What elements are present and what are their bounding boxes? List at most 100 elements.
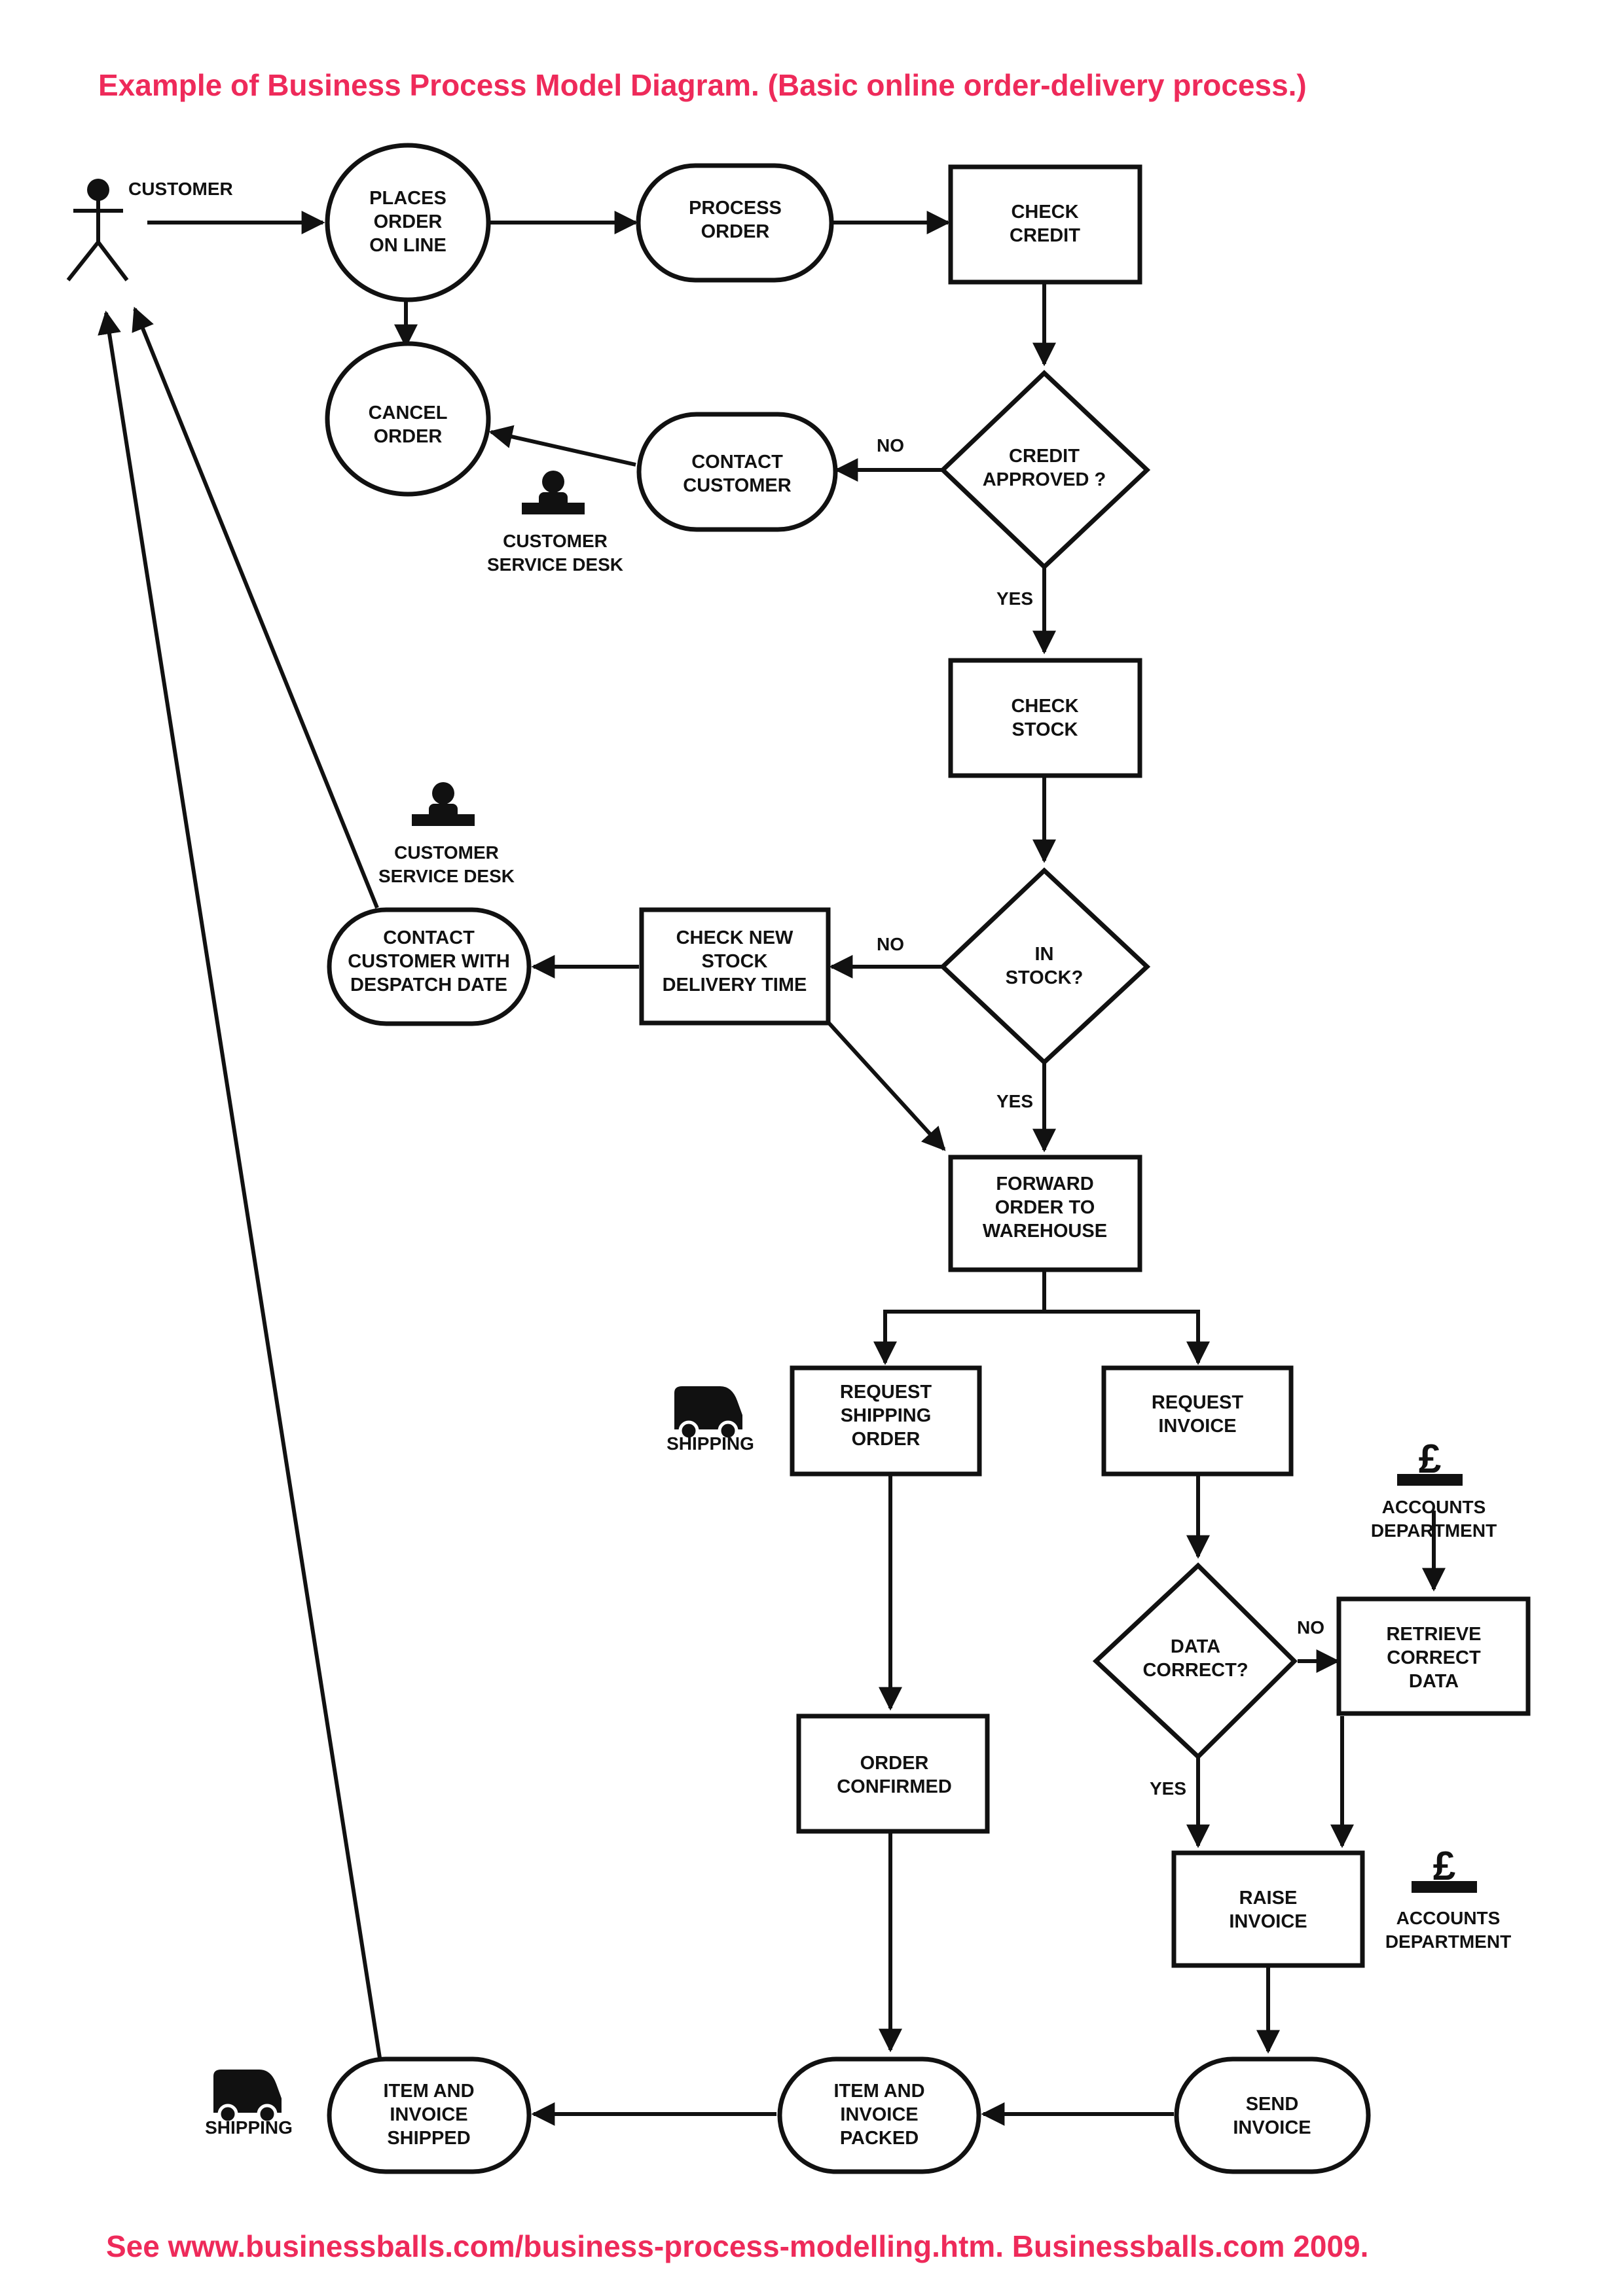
- edge-newstock-forward: [827, 1021, 946, 1151]
- svg-text:ORDER: ORDER: [860, 1753, 929, 1774]
- node-check-credit: CHECK CREDIT: [948, 164, 1142, 285]
- node-send-invoice: SEND INVOICE: [1174, 2056, 1371, 2174]
- svg-text:CHECK NEW: CHECK NEW: [676, 927, 793, 948]
- svg-text:CANCEL: CANCEL: [369, 403, 448, 423]
- svg-text:CORRECT?: CORRECT?: [1142, 1660, 1248, 1681]
- node-process-order: PROCESS ORDER: [636, 163, 834, 283]
- svg-text:CONTACT: CONTACT: [383, 927, 475, 948]
- node-request-invoice: REQUEST INVOICE: [1101, 1365, 1294, 1477]
- svg-text:CHECK: CHECK: [1011, 696, 1078, 717]
- service-desk-icon: [412, 782, 475, 826]
- node-credit-approved: CREDIT APPROVED ?: [939, 370, 1151, 570]
- svg-text:APPROVED ?: APPROVED ?: [983, 469, 1106, 490]
- node-check-stock: CHECK STOCK: [948, 658, 1142, 778]
- svg-text:SHIPPED: SHIPPED: [387, 2128, 470, 2149]
- pound-icon: £: [1412, 1844, 1477, 1893]
- edge-label-data-yes: YES: [1150, 1778, 1186, 1799]
- node-contact-customer: CONTACT CUSTOMER: [636, 412, 838, 532]
- svg-text:CONFIRMED: CONFIRMED: [837, 1776, 952, 1797]
- node-item-packed: ITEM AND INVOICE PACKED: [777, 2056, 981, 2174]
- svg-text:ORDER: ORDER: [374, 211, 443, 232]
- svg-text:CREDIT: CREDIT: [1009, 446, 1080, 467]
- node-data-correct: DATA CORRECT?: [1092, 1562, 1298, 1760]
- svg-text:PROCESS: PROCESS: [689, 198, 782, 219]
- svg-text:STOCK: STOCK: [1012, 719, 1078, 740]
- edge-forward-invoice: [1044, 1310, 1210, 1365]
- svg-text:SEND: SEND: [1246, 2094, 1299, 2115]
- svg-text:CREDIT: CREDIT: [1010, 225, 1080, 246]
- node-cancel-order: CANCEL ORDER: [325, 341, 491, 497]
- lane-label-shipping-1: SHIPPING: [666, 1433, 754, 1454]
- node-raise-invoice: RAISE INVOICE: [1171, 1850, 1365, 1968]
- lane-label-service-desk-2b: SERVICE DESK: [378, 866, 515, 886]
- node-check-new-stock: CHECK NEW STOCK DELIVERY TIME: [639, 907, 831, 1026]
- edge-label-stock-yes: YES: [996, 1091, 1033, 1111]
- svg-text:INVOICE: INVOICE: [1233, 2117, 1311, 2138]
- svg-text:CONTACT: CONTACT: [691, 452, 783, 473]
- svg-text:ON LINE: ON LINE: [369, 235, 447, 256]
- svg-text:STOCK: STOCK: [702, 951, 768, 972]
- svg-text:ORDER: ORDER: [701, 221, 770, 242]
- edge-despatch-customer: [132, 306, 379, 909]
- diagram-title: Example of Business Process Model Diagra…: [98, 68, 1307, 102]
- svg-text:INVOICE: INVOICE: [1158, 1416, 1236, 1437]
- svg-text:CUSTOMER: CUSTOMER: [683, 475, 791, 496]
- svg-text:ITEM AND: ITEM AND: [833, 2081, 924, 2102]
- diagram-footer: See www.businessballs.com/business-proce…: [106, 2229, 1368, 2263]
- edge-forward-shipping: [873, 1270, 1046, 1365]
- node-retrieve-data: RETRIEVE CORRECT DATA: [1336, 1596, 1531, 1716]
- edge-label-credit-no: NO: [877, 435, 904, 456]
- svg-text:DELIVERY TIME: DELIVERY TIME: [663, 975, 807, 996]
- actor-label: CUSTOMER: [128, 179, 233, 199]
- svg-text:SHIPPING: SHIPPING: [841, 1405, 932, 1426]
- svg-text:WAREHOUSE: WAREHOUSE: [983, 1221, 1107, 1242]
- edge-contact-cancel: [488, 425, 636, 467]
- svg-text:DATA: DATA: [1409, 1671, 1459, 1692]
- svg-text:STOCK?: STOCK?: [1006, 967, 1084, 988]
- van-icon: [213, 2070, 282, 2125]
- node-order-confirmed: ORDER CONFIRMED: [796, 1713, 990, 1834]
- svg-text:ORDER TO: ORDER TO: [995, 1197, 1095, 1218]
- svg-text:INVOICE: INVOICE: [390, 2104, 467, 2125]
- stick-figure-icon: [66, 179, 129, 281]
- node-request-shipping: REQUEST SHIPPING ORDER: [790, 1365, 982, 1477]
- lane-label-shipping-2: SHIPPING: [205, 2117, 293, 2138]
- lane-label-accounts-1: ACCOUNTS: [1382, 1497, 1486, 1517]
- svg-text:ORDER: ORDER: [852, 1429, 921, 1450]
- svg-text:INVOICE: INVOICE: [1229, 1911, 1307, 1932]
- svg-text:CHECK: CHECK: [1011, 202, 1078, 223]
- lane-label-service-desk-1: CUSTOMER: [503, 531, 608, 551]
- svg-text:INVOICE: INVOICE: [840, 2104, 918, 2125]
- service-desk-icon: [522, 471, 585, 514]
- edge-label-credit-yes: YES: [996, 588, 1033, 609]
- svg-text:ITEM AND: ITEM AND: [383, 2081, 474, 2102]
- svg-text:RETRIEVE: RETRIEVE: [1386, 1624, 1481, 1645]
- edge-label-stock-no: NO: [877, 934, 904, 954]
- edges: [98, 211, 1446, 2126]
- svg-text:CORRECT: CORRECT: [1387, 1647, 1481, 1668]
- svg-text:PLACES: PLACES: [369, 188, 447, 209]
- lane-label-accounts-1b: DEPARTMENT: [1371, 1520, 1497, 1541]
- node-contact-despatch: CONTACT CUSTOMER WITH DESPATCH DATE: [327, 907, 532, 1026]
- svg-text:DATA: DATA: [1171, 1636, 1220, 1657]
- edge-label-data-no: NO: [1297, 1617, 1324, 1638]
- pound-icon: £: [1397, 1437, 1463, 1486]
- svg-text:DESPATCH DATE: DESPATCH DATE: [350, 975, 507, 996]
- node-item-shipped: ITEM AND INVOICE SHIPPED: [327, 2056, 532, 2174]
- svg-text:REQUEST: REQUEST: [1152, 1392, 1243, 1413]
- svg-text:CUSTOMER WITH: CUSTOMER WITH: [348, 951, 510, 972]
- node-in-stock: IN STOCK?: [939, 867, 1151, 1066]
- svg-text:IN: IN: [1035, 944, 1054, 965]
- svg-text:FORWARD: FORWARD: [996, 1174, 1093, 1194]
- svg-text:ORDER: ORDER: [374, 426, 443, 447]
- svg-text:REQUEST: REQUEST: [840, 1382, 932, 1403]
- node-forward-order: FORWARD ORDER TO WAREHOUSE: [948, 1155, 1142, 1272]
- van-icon: [674, 1386, 742, 1441]
- lane-label-accounts-2b: DEPARTMENT: [1385, 1931, 1511, 1952]
- lane-label-service-desk-1b: SERVICE DESK: [487, 554, 623, 575]
- lane-label-accounts-2: ACCOUNTS: [1396, 1908, 1501, 1928]
- svg-text:PACKED: PACKED: [840, 2128, 919, 2149]
- lane-label-service-desk-2: CUSTOMER: [394, 842, 499, 863]
- svg-text:RAISE: RAISE: [1239, 1888, 1298, 1909]
